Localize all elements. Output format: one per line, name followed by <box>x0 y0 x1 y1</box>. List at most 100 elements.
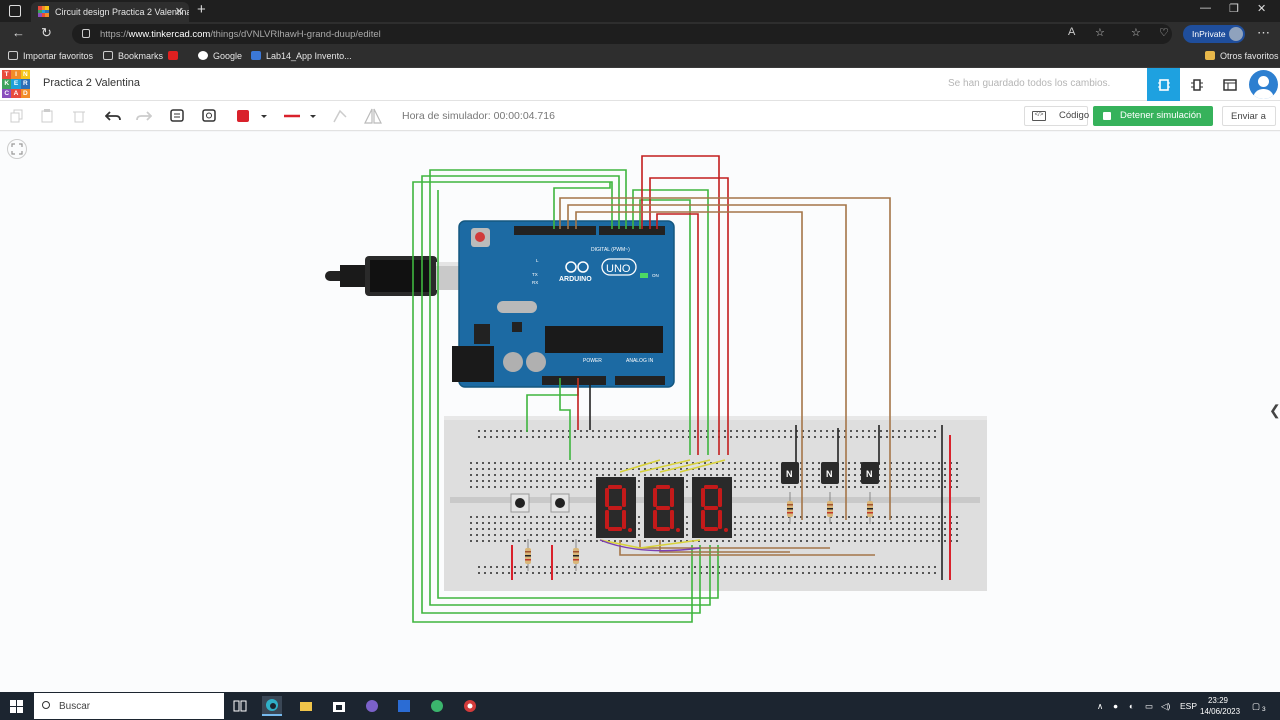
wire-color-picker[interactable] <box>233 106 269 126</box>
workplane-canvas[interactable]: ❮ <box>0 132 1280 692</box>
stop-icon <box>1103 112 1111 120</box>
inprivate-badge[interactable]: InPrivate <box>1183 25 1245 43</box>
black-wires[interactable] <box>589 378 943 580</box>
tab-title: Circuit design Practica 2 Valentina <box>55 7 189 17</box>
resistor[interactable] <box>827 492 833 524</box>
browser-essentials-icon[interactable]: ♡ <box>1159 27 1169 39</box>
arduino-uno-board[interactable]: ARDUINO UNO DIGITAL (PWM~) POWER ANALOG … <box>452 220 675 388</box>
notes-visibility-icon[interactable] <box>198 106 220 126</box>
other-favorites[interactable]: Otros favoritos <box>1205 51 1279 61</box>
pushbutton[interactable] <box>550 493 570 513</box>
windows-start-icon[interactable] <box>10 700 23 713</box>
delete-icon[interactable] <box>68 106 90 126</box>
circuit-view-button[interactable] <box>1147 68 1180 101</box>
seven-segment-display[interactable] <box>596 477 636 538</box>
bookmark-label: Bookmarks <box>118 51 164 61</box>
window-menu-icon[interactable] <box>9 5 21 17</box>
minimize-button[interactable]: — <box>1200 2 1211 14</box>
seven-segment-display[interactable] <box>692 477 732 538</box>
edge-dev-icon[interactable] <box>427 696 447 716</box>
schematic-view-button[interactable] <box>1180 68 1213 101</box>
resistor[interactable] <box>525 539 531 571</box>
wire-type-picker[interactable] <box>282 106 318 126</box>
yellow-wires[interactable] <box>599 459 726 549</box>
circuit-view-icon <box>1157 78 1170 91</box>
tray-app-icon[interactable]: ◐ <box>1129 701 1135 711</box>
stop-simulation-button[interactable]: Detener simulación <box>1093 106 1213 126</box>
arduino-brand-label: ARDUINO <box>559 276 592 283</box>
tray-app-icon[interactable]: ● <box>1113 701 1119 711</box>
zoom-fit-icon[interactable] <box>7 139 27 159</box>
component-list-button[interactable] <box>1213 68 1246 101</box>
network-icon[interactable]: ▭ <box>1145 701 1154 711</box>
resistor[interactable] <box>573 539 579 571</box>
teams-icon[interactable] <box>362 696 382 716</box>
more-menu-icon[interactable]: ⋯ <box>1257 25 1270 40</box>
seven-segment-display[interactable] <box>644 477 684 538</box>
npn-transistor[interactable]: N <box>781 462 799 484</box>
task-view-icon[interactable] <box>230 696 250 716</box>
npn-transistor[interactable]: N <box>821 462 839 484</box>
paste-icon[interactable] <box>36 106 58 126</box>
undo-icon[interactable] <box>102 106 124 126</box>
chrome-icon[interactable] <box>460 696 480 716</box>
back-arrow-icon[interactable]: ← <box>12 25 25 40</box>
notifications-icon[interactable]: ▢ <box>1252 701 1261 711</box>
browser-tab[interactable]: Circuit design Practica 2 Valentina ✕ <box>31 2 189 22</box>
read-aloud-icon[interactable]: A <box>1068 26 1076 38</box>
maximize-button[interactable]: ❐ <box>1229 3 1239 15</box>
tray-chevron-icon[interactable]: ∧ <box>1097 701 1104 711</box>
volume-icon[interactable]: ◁) <box>1161 701 1171 711</box>
edge-icon[interactable] <box>262 696 282 716</box>
word-icon[interactable] <box>394 696 414 716</box>
send-to-button[interactable]: Enviar a <box>1222 106 1276 126</box>
purple-wire[interactable] <box>599 539 701 552</box>
bookmark-folder[interactable]: Bookmarks <box>103 51 163 61</box>
digital-pins-label: DIGITAL (PWM~) <box>591 247 630 253</box>
folder-icon <box>103 51 113 60</box>
notes-icon[interactable] <box>166 106 188 126</box>
code-button[interactable]: </> Código <box>1024 106 1089 126</box>
collapse-panel-icon[interactable]: ❮ <box>1269 402 1280 418</box>
bookmark-label: Importar favoritos <box>23 51 94 61</box>
rx-label: RX <box>532 280 538 285</box>
close-window-button[interactable]: ✕ <box>1257 3 1267 15</box>
transistor-label: N <box>786 469 793 479</box>
pushbutton[interactable] <box>510 493 530 513</box>
npn-transistor[interactable]: N <box>861 462 879 484</box>
red-wires[interactable] <box>577 155 729 455</box>
refresh-icon[interactable]: ↻ <box>41 25 52 40</box>
copy-icon[interactable] <box>6 106 28 126</box>
resistor[interactable] <box>787 492 793 524</box>
editor-toolbar: Hora de simulador: 00:00:04.716 </> Códi… <box>0 101 1280 131</box>
favorite-star-icon[interactable]: ☆ <box>1095 27 1105 39</box>
favorites-bar-icon[interactable]: ☆ <box>1131 27 1141 39</box>
new-tab-button[interactable]: + <box>197 1 206 18</box>
file-explorer-icon[interactable] <box>296 696 316 716</box>
bookmarks-bar: Importar favoritos Bookmarks Google Lab1… <box>0 46 1280 68</box>
url-input[interactable]: https://www.tinkercad.com/things/dVNLVRl… <box>72 24 1172 44</box>
taskbar-clock[interactable]: 23:29 14/06/2023 <box>1200 695 1240 717</box>
project-title[interactable]: Practica 2 Valentina <box>43 77 141 89</box>
bookmark-import[interactable]: Importar favoritos <box>8 51 93 61</box>
bookmark-google[interactable]: Google <box>198 51 242 61</box>
bookmark-lab14[interactable]: Lab14_App Invento... <box>251 51 352 61</box>
language-indicator[interactable]: ESP <box>1180 701 1198 711</box>
user-avatar[interactable] <box>1249 70 1278 99</box>
search-placeholder: Buscar <box>59 701 91 712</box>
bookmark-youtube[interactable] <box>168 51 183 61</box>
flip-icon[interactable] <box>362 106 384 126</box>
resistor[interactable] <box>867 492 873 524</box>
taskbar-search-input[interactable]: Buscar <box>34 693 224 719</box>
store-icon[interactable] <box>329 696 349 716</box>
url-prefix: https:// <box>100 29 129 40</box>
folder-icon <box>1205 51 1215 60</box>
redo-icon[interactable] <box>133 106 155 126</box>
rotate-icon[interactable] <box>329 106 351 126</box>
address-bar-row: ← ↻ https://www.tinkercad.com/things/dVN… <box>0 22 1280 46</box>
simulator-time: Hora de simulador: 00:00:04.716 <box>402 110 555 122</box>
tab-close-icon[interactable]: ✕ <box>174 6 184 18</box>
brown-wires[interactable] <box>559 197 891 556</box>
